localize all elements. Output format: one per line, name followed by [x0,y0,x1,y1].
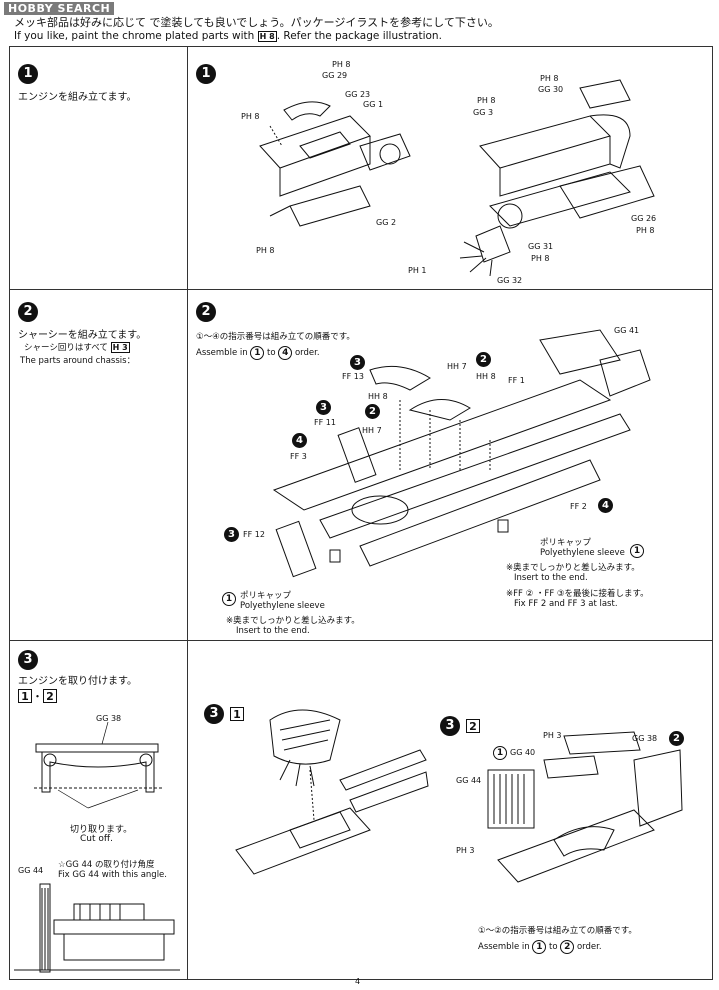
r3b-label-gg44: GG 44 [456,776,482,785]
r2-insert-jp-a: ※奥までしっかりと差し込みます。 [506,563,640,573]
r3b-label-ph3a: PH 3 [543,731,562,740]
r2-poly-jp-a: ポリキャップ [540,538,592,548]
page-number: 4 [355,977,361,986]
column-divider [187,46,188,980]
left-step1-text: エンジンを組み立てます。 [18,92,137,103]
r2-label-ff2: FF 2 [570,502,587,511]
r2-last-en: Fix FF 2 and FF 3 at last. [514,599,618,609]
r2-insert-en-a: Insert to the end. [514,573,588,583]
r3b-marker-1: 1 [493,746,507,760]
chassis-assembly [272,329,651,578]
r2-insert-jp-b: ※奥までしっかりと差し込みます。 [226,616,360,626]
left-angle-diagram [14,883,180,973]
r2-poly-jp-b: ポリキャップ [240,591,292,601]
r2-marker-2a: 2 [476,352,491,367]
r3b-marker-2: 2 [669,731,684,746]
r1-label-14: GG 31 [528,242,554,251]
left-angle-en: Fix GG 44 with this angle. [58,870,167,880]
r2-order-en: Assemble in 1 to 4 order. [196,346,320,360]
engine-mount-left [235,709,429,875]
header-english-note: If you like, paint the chrome plated par… [14,30,442,42]
left-cut-diagram [34,722,162,809]
r1-label-11: GG 3 [473,108,494,117]
r2-label-ff13: FF 13 [342,372,364,381]
r3b-label-gg38: GG 38 [632,734,658,743]
r1-label-4: GG 1 [363,100,384,109]
r1-label-7: PH 8 [256,246,275,255]
left-gg38-label: GG 38 [96,714,122,723]
r2-marker-4b: 4 [598,498,613,513]
right-step2-badge: 2 [196,302,216,322]
r2-label-hh8b: HH 8 [368,392,388,401]
r1-label-12: GG 26 [631,214,657,223]
right-step3a-box: 1 [230,707,244,721]
r1-label-16: PH 1 [408,266,427,275]
left-step2-text: シャーシーを組み立てます。 [18,330,147,341]
left-step2-en-subtext: The parts around chassis： [20,356,136,366]
engine-left-assembly [259,101,411,227]
engine-mount-right [487,731,683,883]
header-japanese-note: メッキ部品は好みに応じて で塗装しても良いでしょう。パッケージイラストを参考にし… [14,16,499,29]
left-step1-badge: 1 [18,64,38,84]
r2-marker-3b: 3 [316,400,331,415]
r1-label-8: PH 8 [540,74,559,83]
r1-label-2: GG 29 [322,71,348,80]
left-angle-jp: ☆GG 44 の取り付け角度 [58,860,155,870]
engine-right-assembly [459,79,655,277]
row-divider-1 [9,289,713,290]
r2-poly-en-b: Polyethylene sleeve [240,601,325,611]
r3b-label-ph3b: PH 3 [456,846,475,855]
r2-marker-3a: 3 [350,355,365,370]
r2-poly-marker-b: 1 [222,592,236,606]
right-step1-badge: 1 [196,64,216,84]
page-frame [9,46,713,980]
r1-label-10: PH 8 [477,96,496,105]
r3b-order-en: Assemble in 1 to 2 order. [478,940,602,954]
r2-insert-en-b: Insert to the end. [236,626,310,636]
row-divider-2 [9,640,713,641]
r2-label-gg41: GG 41 [614,326,640,335]
left-gg44-label: GG 44 [18,866,44,875]
r2-poly-en-a: Polyethylene sleeve [540,548,625,558]
r1-label-9: GG 30 [538,85,564,94]
r2-label-hh7a: HH 7 [447,362,467,371]
r2-marker-3c: 3 [224,527,239,542]
r1-label-5: PH 8 [241,112,260,121]
r2-label-ff1: FF 1 [508,376,525,385]
r1-label-17: GG 32 [497,276,523,285]
r3b-label-gg40: GG 40 [510,748,536,757]
left-step2-badge: 2 [18,302,38,322]
r2-order-jp: ①〜④の指示番号は組み立ての順番です。 [196,332,355,342]
left-step3-text: エンジンを取り付けます。 [18,676,137,687]
right-step3b-badge: 3 [440,716,460,736]
watermark-logo: HOBBY SEARCH [4,2,115,15]
r2-label-ff12: FF 12 [243,530,265,539]
left-step2-subtext: シャーシ回りはすべて H 3 [24,342,130,353]
r2-label-ff3: FF 3 [290,452,307,461]
left-step3-boxes: 1・2 [18,688,57,704]
r2-marker-2b: 2 [365,404,380,419]
r1-label-1: PH 8 [332,60,351,69]
right-step3a-badge: 3 [204,704,224,724]
r1-label-13: PH 8 [636,226,655,235]
r1-label-3: GG 23 [345,90,371,99]
r2-poly-marker-a: 1 [630,544,644,558]
paint-code-badge: H 8 [257,30,277,42]
left-cut-en: Cut off. [80,834,113,844]
r2-label-ff11: FF 11 [314,418,336,427]
r2-label-hh8a: HH 8 [476,372,496,381]
left-step3-badge: 3 [18,650,38,670]
r3b-order-jp: ①〜②の指示番号は組み立ての順番です。 [478,926,637,936]
r1-label-15: PH 8 [531,254,550,263]
r1-label-6: GG 2 [376,218,397,227]
r2-label-hh7b: HH 7 [362,426,382,435]
right-step3b-box: 2 [466,719,480,733]
r2-last-jp: ※FF ② ・FF ③を最後に接着します。 [506,589,649,599]
left-cut-jp: 切り取ります。 [70,825,133,835]
r2-marker-4a: 4 [292,433,307,448]
